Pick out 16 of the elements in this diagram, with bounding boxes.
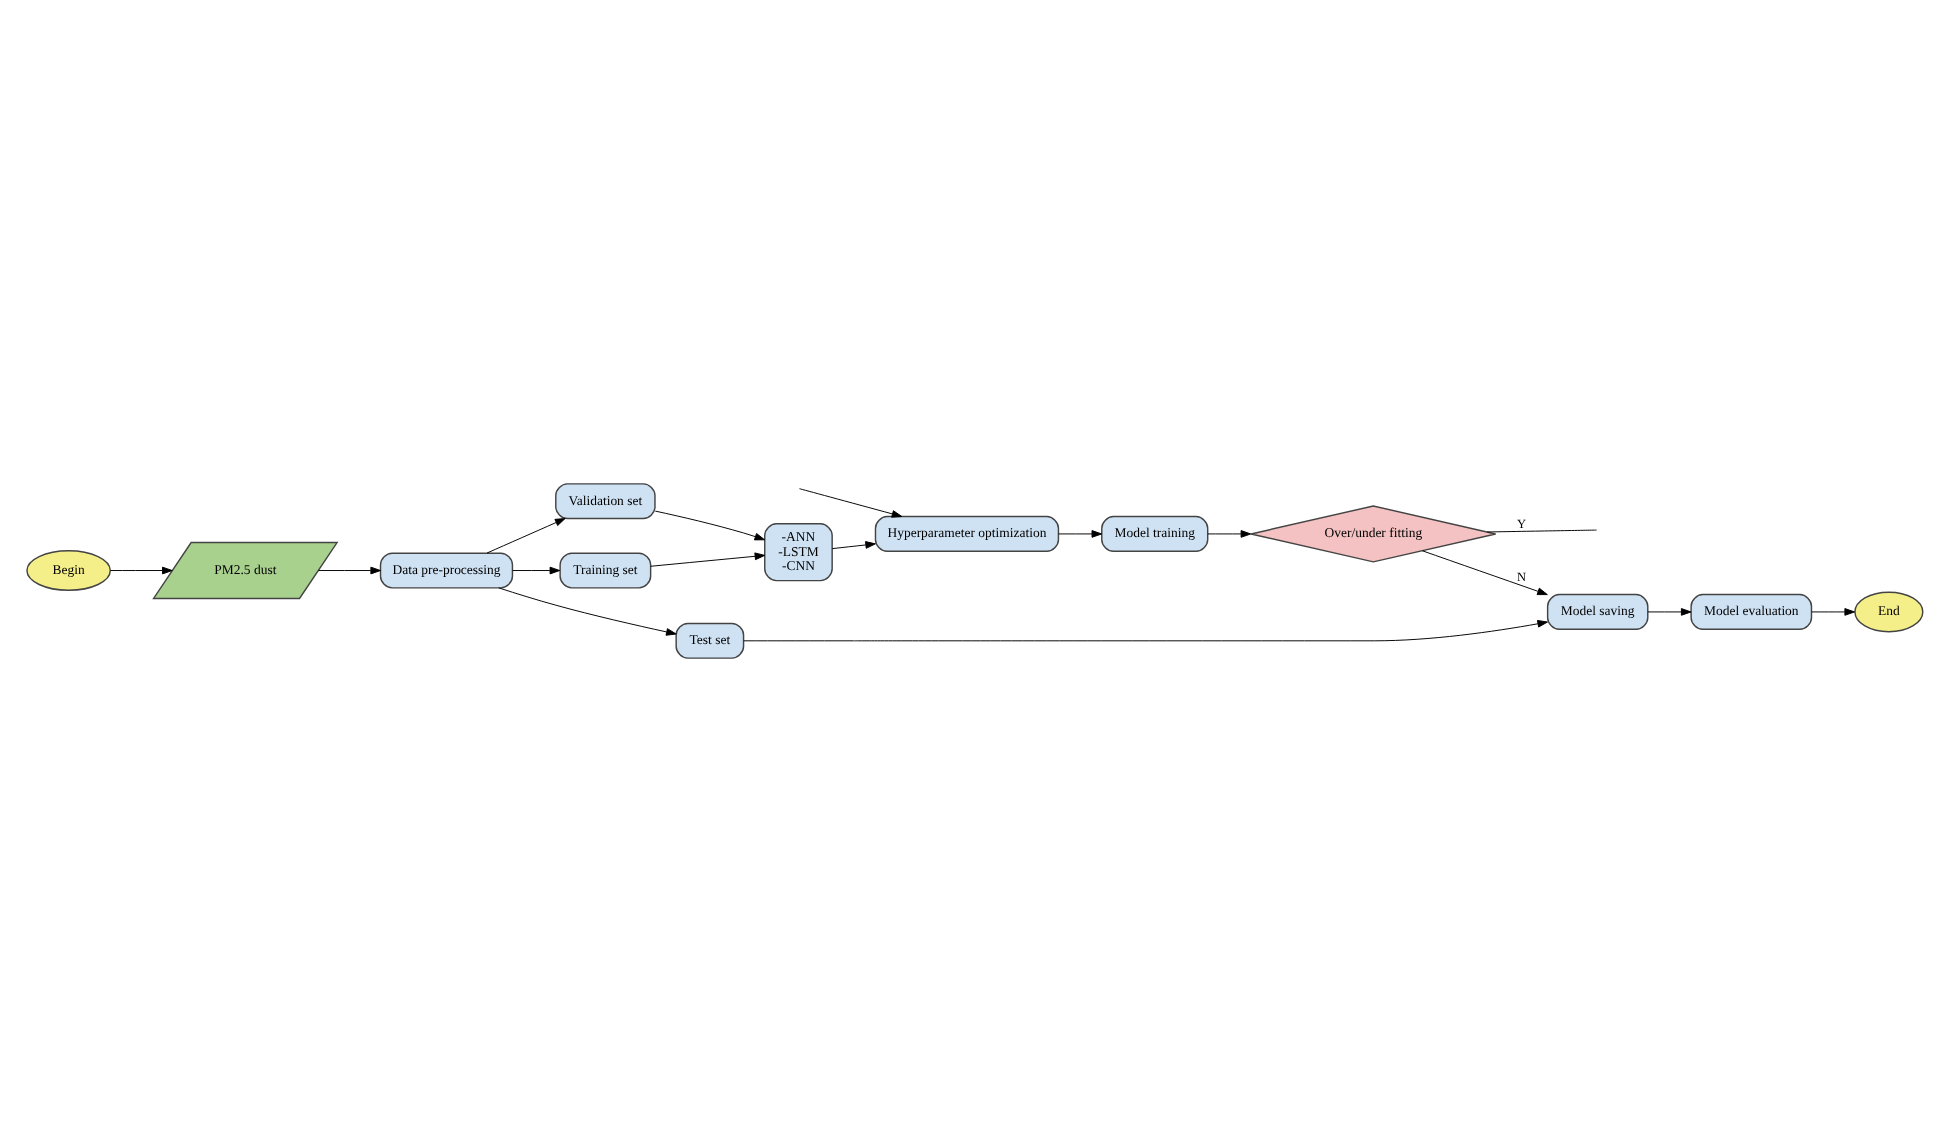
arrow [1647, 607, 1692, 615]
arrow [318, 565, 381, 574]
arrow [1058, 529, 1103, 537]
connector [1486, 528, 1598, 532]
arrow [743, 618, 1548, 641]
arrow [831, 540, 876, 549]
arrow [799, 487, 903, 517]
arrow [1421, 549, 1548, 595]
arrow [1811, 607, 1855, 615]
arrow [654, 509, 766, 540]
arrow [498, 586, 677, 635]
arrow [650, 551, 766, 566]
arrow [486, 517, 566, 553]
arrow [512, 565, 561, 574]
arrow [110, 565, 173, 574]
arrow [1207, 529, 1252, 537]
